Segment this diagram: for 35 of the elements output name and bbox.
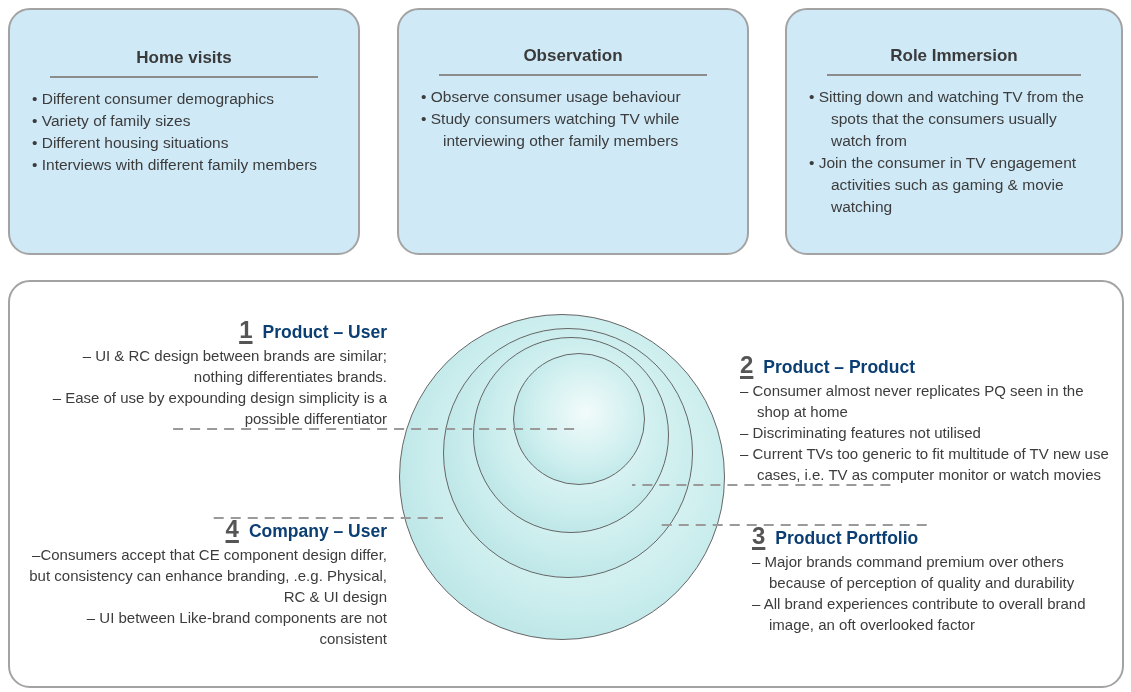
callout-number: 4 [225,518,239,539]
callout-heading: Company – User [248,521,387,542]
callout-text: – UI between Like-brand components are not consistent [85,608,387,649]
bullet-item: • Variety of family sizes [32,111,192,131]
callout-number: 2 [740,354,754,375]
callout-heading: Product – Product [763,357,916,378]
callout-number: 1 [239,319,253,340]
info-card [397,8,749,255]
panel-background [8,280,1124,688]
bullet-item: • Sitting down and watching TV from the spots that the consumers usually watch from [809,87,1085,151]
card-heading: Role Immersion [890,46,1018,65]
callout-heading: Product – User [262,322,387,343]
callout-text: – Consumer almost never replicates PQ seen in the shop at home [740,381,1085,422]
leader-line [213,516,443,520]
bullet-item: • Join the consumer in TV engagement activities such as gaming & movie watching [809,153,1078,217]
bullet-item: • Study consumers watching TV while interviewing other family members [421,109,681,151]
callout-text: – Ease of use by expounding design simplicity is a possible differentiator [51,388,387,429]
bullet-item: • Different housing situations [32,133,230,153]
bullet-item: • Different consumer demographics [32,89,276,109]
info-card [8,8,360,255]
callout-heading: Product Portfolio [775,528,919,549]
callout-text: – UI & RC design between brands are similar; nothing differentiates brands. [81,346,387,387]
bullet-item: • Interviews with different family members [32,155,319,175]
callout-number: 3 [752,525,766,546]
bullet-item: • Observe consumer usage behaviour [421,87,682,107]
callout-text: –Consumers accept that CE component design differ, but consistency can enhance branding, .e.g. Physical, RC & UI design [28,545,387,607]
callout-text: – Major brands command premium over others because of perception of quality and durability [752,552,1076,593]
card-heading: Home visits [136,48,232,67]
callout-text: – Discriminating features not utilised [740,423,982,443]
info-card [785,8,1123,255]
card-heading: Observation [523,46,623,65]
leader-line [632,483,891,487]
callout-text: – Current TVs too generic to fit multitude of TV new use cases, i.e. TV as computer monitor or watch movies [740,444,1110,485]
leader-line [660,523,927,527]
callout-text: – All brand experiences contribute to overall brand image, an oft overlooked factor [752,594,1087,635]
